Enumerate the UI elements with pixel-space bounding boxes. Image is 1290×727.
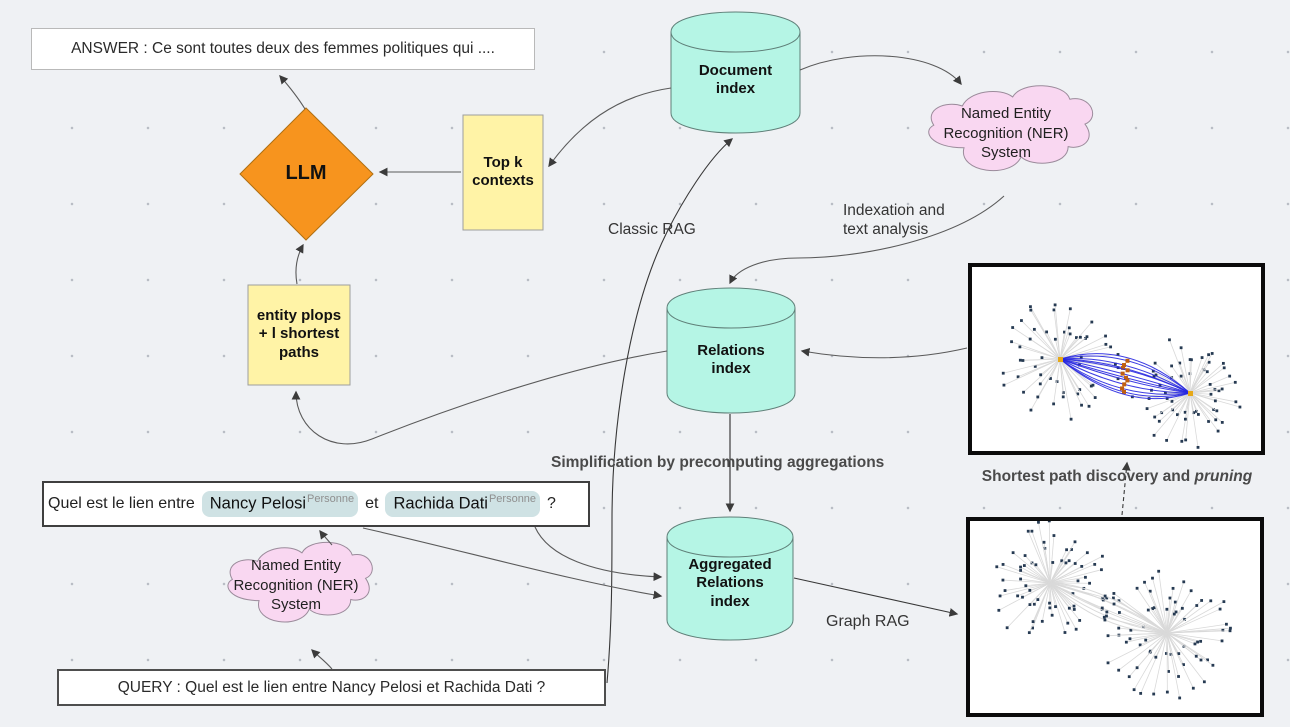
- pruned-paths-graph-image: [968, 263, 1265, 455]
- edge-entitybox-to-aggregated-2: [362, 527, 663, 600]
- edge-query-to-docindex-classic-rag: [606, 138, 734, 684]
- topk-node-label: Top k contexts: [472, 154, 534, 190]
- ner-system-top-label: Named Entity Recognition (NER) System: [943, 105, 1069, 161]
- edge-entityplops-to-llm: [295, 243, 304, 285]
- edge-llm-to-answer: [279, 75, 306, 110]
- aggregated-relations-index-label: Aggregated Relations index: [688, 556, 772, 610]
- edge-aggregated-to-graph-rag: [793, 577, 959, 617]
- document-index-label: Document index: [698, 62, 773, 98]
- edge-prunedgraph-to-relations: [800, 347, 968, 359]
- edge-relations-to-entityplops: [291, 350, 668, 445]
- pruned-paths-graph-svg: [1001, 303, 1242, 449]
- entity-plops-node-label: entity plops + l shortest paths: [256, 307, 342, 361]
- full-graph-image: [966, 517, 1264, 717]
- query-box: QUERY : Quel est le lien entre Nancy Pel…: [57, 669, 606, 706]
- full-graph-svg: [995, 521, 1232, 700]
- answer-box: ANSWER : Ce sont toutes deux des femmes …: [31, 28, 535, 70]
- edge-query-to-nercloud: [311, 649, 333, 670]
- entity-text: Nancy Pelosi: [209, 494, 307, 513]
- simplification-edge-label: Simplification by precomputing aggregati…: [551, 454, 885, 471]
- edge-nercloud-to-entitybox: [319, 529, 333, 546]
- ner-system-bottom-label: Named Entity Recognition (NER) System: [233, 557, 359, 613]
- annotated-query-conjunction: et: [365, 495, 379, 512]
- llm-node-label: LLM: [285, 162, 327, 184]
- edge-fullgraph-to-prunedgraph: [1121, 461, 1131, 516]
- edge-docindex-to-ner: [799, 55, 962, 86]
- entity-type-tag: Personne: [488, 493, 537, 506]
- edge-docindex-to-topk: [548, 87, 672, 168]
- pruned-graph-caption: Shortest path discovery and pruning: [981, 468, 1253, 485]
- pruning-italic: pruning: [1194, 468, 1253, 485]
- classic-rag-edge-label: Classic RAG: [608, 221, 696, 238]
- annotated-query-prefix: Quel est le lien entre: [48, 495, 195, 512]
- entity-type-tag: Personne: [307, 493, 355, 506]
- annotated-query-box: Quel est le lien entre Nancy PelosiPerso…: [42, 481, 590, 527]
- edge-ner-to-relations: [729, 195, 1005, 285]
- annotated-query-suffix: ?: [547, 495, 556, 512]
- edge-entitybox-to-aggregated-1: [534, 526, 663, 582]
- indexation-edge-label: Indexation and text analysis: [843, 202, 945, 238]
- entity-text: Rachida Dati: [393, 494, 488, 513]
- entity-chip-rachida-dati: Rachida DatiPersonne: [385, 491, 541, 517]
- relations-index-label: Relations index: [697, 342, 765, 378]
- query-text: QUERY : Quel est le lien entre Nancy Pel…: [117, 678, 546, 696]
- entity-chip-nancy-pelosi: Nancy PelosiPersonne: [201, 491, 359, 517]
- graph-rag-edge-label: Graph RAG: [826, 613, 910, 630]
- answer-text: ANSWER : Ce sont toutes deux des femmes …: [71, 40, 495, 57]
